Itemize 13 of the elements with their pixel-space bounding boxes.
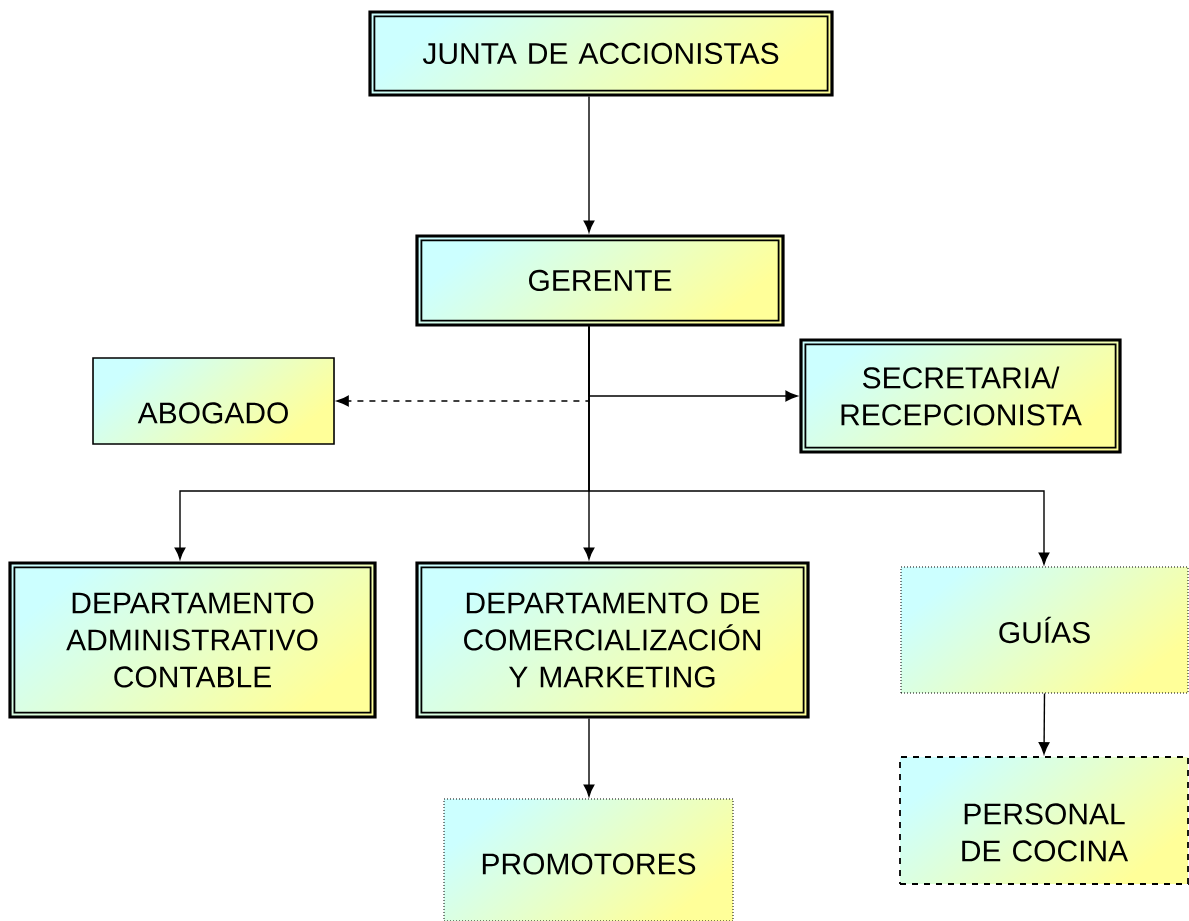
org-box: PERSONAL DE COCINA: [899, 756, 1189, 885]
arrow: [1038, 692, 1050, 755]
arrow: [583, 95, 595, 233]
org-box: PROMOTORES: [443, 798, 734, 921]
org-box: JUNTA DE ACCIONISTAS: [368, 10, 834, 97]
arrow: [588, 325, 1050, 565]
org-box: GUÍAS: [900, 566, 1189, 694]
org-box: SECRETARIA/ RECEPCIONISTA: [799, 338, 1122, 454]
arrow: [583, 717, 595, 797]
org-box: DEPARTAMENTO DE COMERCIALIZACIÓN Y MARKETING: [415, 561, 810, 719]
org-box: DEPARTAMENTO ADMINISTRATIVO CONTABLE: [8, 561, 377, 719]
org-box: GERENTE: [415, 234, 785, 327]
org-box: ABOGADO: [92, 357, 335, 445]
